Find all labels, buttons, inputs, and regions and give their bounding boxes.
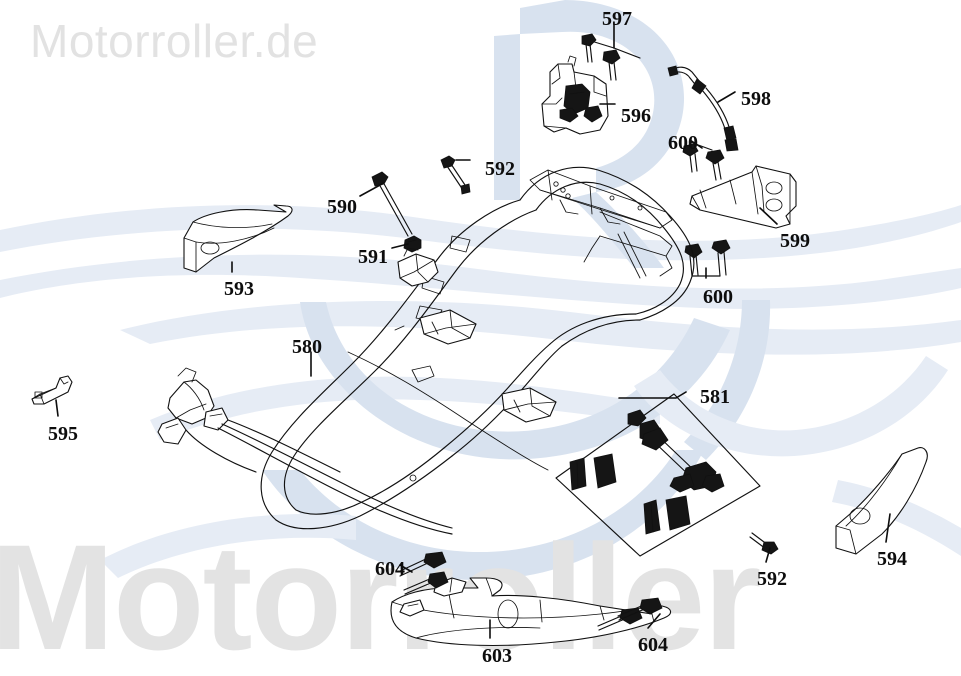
watermark-top-text: Motorroller.de (30, 15, 319, 67)
callout-597[interactable]: 597 (602, 8, 632, 30)
callout-593[interactable]: 593 (224, 278, 254, 300)
part-594-right-side-cover (835, 447, 928, 555)
part-604-screws-left (397, 551, 449, 595)
callout-598[interactable]: 598 (741, 88, 771, 110)
part-598-release-cable (667, 65, 739, 152)
watermark-bottom-text: Motorroller (0, 513, 762, 676)
callout-580[interactable]: 580 (292, 336, 322, 358)
callout-599[interactable]: 599 (780, 230, 810, 252)
callout-595[interactable]: 595 (48, 423, 78, 445)
callout-600-upper[interactable]: 600 (668, 132, 698, 154)
part-600-bolts-lower (684, 239, 731, 277)
part-580-main-frame (157, 166, 695, 535)
part-604-screws-right (597, 597, 663, 631)
frame-left-bracket (397, 247, 439, 287)
leader-lines (55, 91, 891, 639)
frame-centre-stand (157, 367, 341, 473)
part-596-seat-lock (541, 55, 609, 135)
callout-604-left[interactable]: 604 (375, 558, 405, 580)
part-597-lock-screws (581, 21, 641, 81)
callout-604-right[interactable]: 604 (638, 634, 668, 656)
part-592-bolt-lower (749, 532, 779, 555)
part-581-shock-kit (555, 393, 761, 557)
part-593-left-side-cover (183, 204, 293, 273)
part-590-long-bolt (371, 171, 413, 237)
callout-600-lower[interactable]: 600 (703, 286, 733, 308)
callout-594[interactable]: 594 (877, 548, 907, 570)
callout-590[interactable]: 590 (327, 196, 357, 218)
part-599-rear-bracket (689, 165, 797, 229)
part-592-bolt-upper (440, 155, 471, 195)
callout-603[interactable]: 603 (482, 645, 512, 667)
callout-596[interactable]: 596 (621, 105, 651, 127)
callout-592-upper[interactable]: 592 (485, 158, 515, 180)
callout-592-lower[interactable]: 592 (757, 568, 787, 590)
part-595-bracket (31, 375, 73, 405)
callout-581[interactable]: 581 (700, 386, 730, 408)
callout-591[interactable]: 591 (358, 246, 388, 268)
frame-center-rail (529, 169, 673, 229)
